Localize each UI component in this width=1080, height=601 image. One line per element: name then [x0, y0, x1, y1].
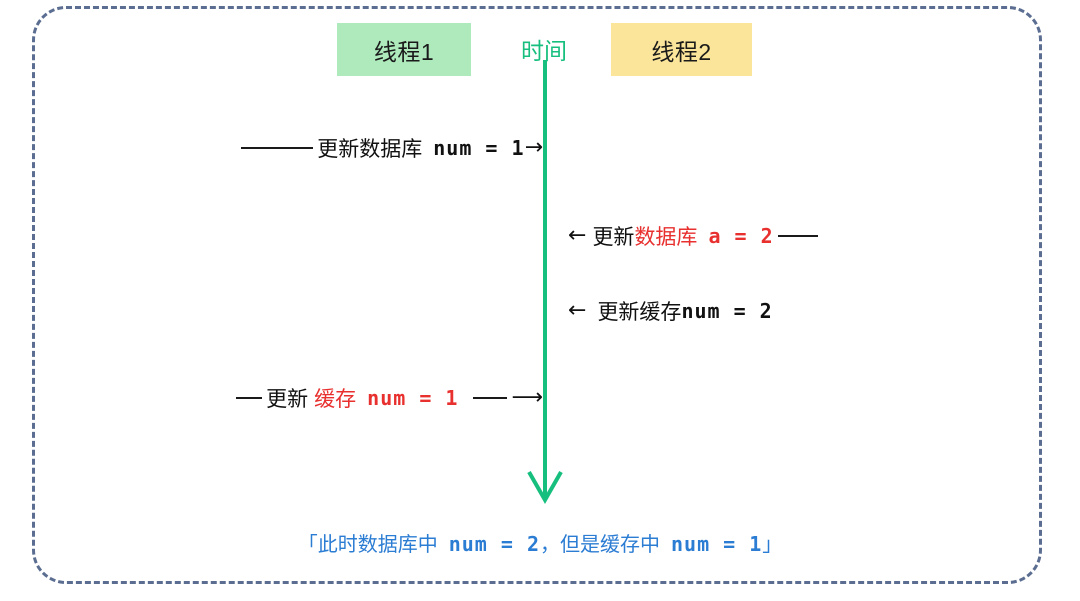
message-3-arrowhead-icon: ←	[568, 298, 587, 323]
thread2-label: 线程2	[651, 38, 712, 65]
message-2-text-mono: a = 2	[708, 224, 774, 248]
message-1-text-cn: 更新数据库	[317, 138, 423, 161]
caption-comma: ，	[540, 534, 560, 556]
thread2-header-box: 线程2	[611, 23, 752, 76]
message-row-2: ← 更新 数据库 a = 2	[568, 216, 822, 256]
caption-close-quote: 」	[762, 534, 783, 556]
message-3-text-cn: 更新缓存	[597, 301, 682, 324]
message-1-rule	[241, 147, 314, 149]
timeline-axis-icon	[527, 60, 563, 505]
message-4-arrowhead-icon: ⟶	[511, 385, 543, 410]
message-row-3: ← 更新缓存 num = 2	[568, 291, 773, 331]
message-2-text-cn: 更新	[592, 226, 635, 249]
thread1-label: 线程1	[373, 38, 435, 65]
message-4-rule	[236, 397, 263, 399]
message-4-text-mono: num = 1	[367, 386, 459, 410]
message-2-rule	[777, 235, 818, 237]
conclusion-caption: 「此时数据库中 num = 2，但是缓存中 num = 1」	[0, 528, 1080, 557]
thread1-header-box: 线程1	[337, 23, 471, 76]
caption-part1-cn: 此时数据库中	[317, 534, 438, 556]
caption-part2-cn: 但是缓存中	[560, 534, 660, 556]
message-1-arrowhead-icon: →	[524, 135, 543, 160]
caption-part2-mono: num = 1	[671, 532, 763, 556]
message-3-text-mono: num = 2	[681, 299, 773, 323]
message-1-text-mono: num = 1	[433, 136, 525, 160]
message-row-1: 更新数据库 num = 1 →	[237, 128, 543, 168]
message-2-arrowhead-icon: ←	[568, 223, 587, 248]
dashed-frame-border	[32, 6, 1042, 584]
message-4-text-cn: 更新	[266, 388, 309, 411]
timeline-label-text: 时间	[521, 38, 567, 64]
message-row-4: 更新 缓存 num = 1 ⟶	[232, 378, 543, 418]
message-4-rule-tail	[473, 397, 508, 399]
timeline-label: 时间	[505, 32, 583, 66]
caption-part1-mono: num = 2	[448, 532, 540, 556]
message-4-text-cn-highlight: 缓存	[314, 388, 357, 411]
caption-open-quote: 「	[297, 534, 318, 556]
message-2-text-cn-highlight: 数据库	[634, 226, 698, 249]
